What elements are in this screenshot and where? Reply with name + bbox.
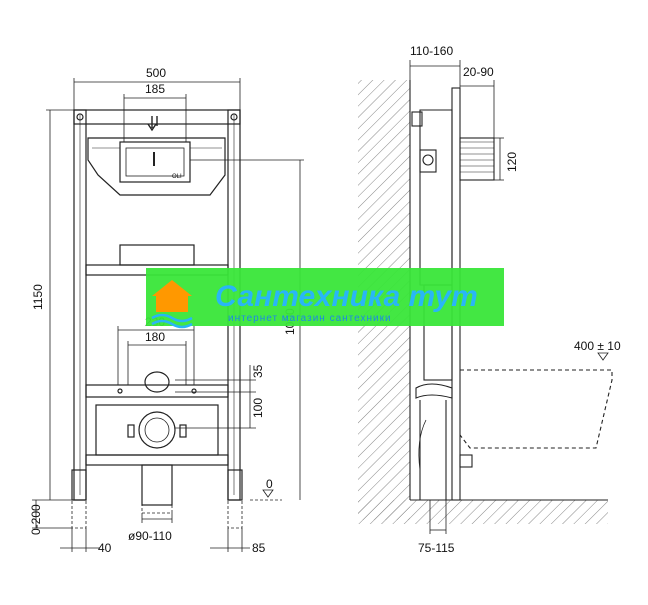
dim-1150: 1150 xyxy=(31,284,45,310)
flush-direction-icon xyxy=(147,116,158,132)
front-dimensions xyxy=(32,78,304,552)
dim-75-115: 75-115 xyxy=(418,541,455,555)
dim-drain-diameter: ø90-110 xyxy=(128,529,172,543)
dim-0-200: 0-200 xyxy=(29,504,43,535)
dim-180: 180 xyxy=(145,330,165,344)
cistern xyxy=(87,137,226,196)
bottom-crossbar xyxy=(85,454,229,466)
dim-85: 85 xyxy=(252,541,266,555)
drain-side xyxy=(419,400,447,501)
watermark-title: Сантехника тут xyxy=(215,280,478,313)
drain-pipe xyxy=(141,464,173,506)
dim-40: 40 xyxy=(98,541,112,555)
drain-outlet xyxy=(138,411,176,449)
front-view: OLI xyxy=(71,109,243,529)
dim-floor-zero: 0 xyxy=(266,477,273,491)
floor-hatch xyxy=(358,500,608,524)
watermark: Сантехника тут интернет магазин сантехни… xyxy=(146,268,504,329)
inlet-connector xyxy=(144,371,170,393)
cistern-side xyxy=(419,109,453,286)
bowl-outline xyxy=(459,369,613,449)
dim-100: 100 xyxy=(251,398,265,418)
watermark-band xyxy=(146,268,504,326)
dim-400: 400 ± 10 xyxy=(574,339,621,353)
watermark-subtitle: интернет магазин сантехники xyxy=(228,313,392,324)
dim-35: 35 xyxy=(251,364,265,378)
flush-pipe-side xyxy=(459,137,495,181)
flush-plate-mark: OLI xyxy=(172,174,182,180)
dim-120: 120 xyxy=(505,152,519,172)
dim-185: 185 xyxy=(145,82,165,96)
dim-500: 500 xyxy=(146,66,166,80)
dim-110-160: 110-160 xyxy=(410,44,453,58)
lower-crossbar xyxy=(85,384,229,398)
inlet-side xyxy=(415,383,453,399)
dim-20-90: 20-90 xyxy=(463,65,494,79)
house-waves-icon xyxy=(151,280,193,329)
